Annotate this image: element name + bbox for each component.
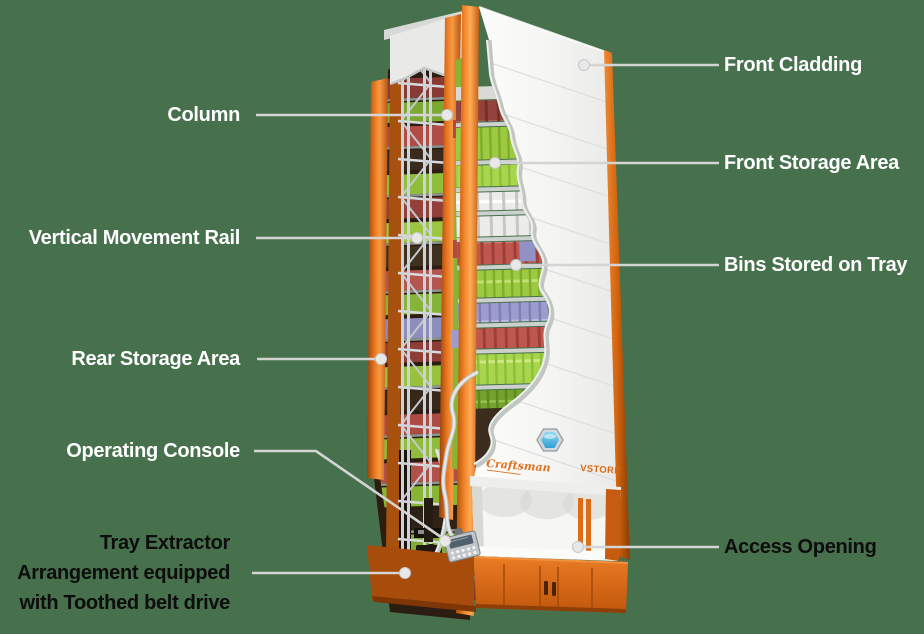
label-operating-console: Operating Console: [66, 440, 240, 462]
console-cable: [441, 369, 480, 539]
label-front-cladding: Front Cladding: [724, 54, 862, 76]
door-handle-left: [544, 581, 548, 595]
left-column: [367, 78, 388, 480]
dot-tray-extractor: [399, 567, 411, 579]
dot-bins-stored-on-tray: [510, 259, 522, 271]
dot-rear-storage-area: [375, 353, 387, 365]
dot-vertical-movement-rail: [411, 232, 423, 244]
label-rear-storage-area: Rear Storage Area: [71, 348, 240, 370]
door-handle-right: [552, 582, 556, 596]
cutaway-rim: [474, 39, 555, 469]
label-tray-extractor: Tray Extractor Arrangement equipped with…: [17, 532, 230, 614]
dot-access-opening: [572, 541, 584, 553]
vertical-movement-rails: [397, 24, 449, 590]
dot-operating-console: [439, 535, 451, 547]
front-cladding-panel: [473, 6, 623, 490]
connector-lines: [252, 63, 719, 575]
connector-operating-console: [254, 449, 442, 539]
dot-column: [441, 109, 453, 121]
front-corner-column: [456, 5, 479, 616]
base-cabinet: [367, 545, 629, 613]
right-corner-column: [604, 50, 630, 560]
brand-logo: Craftsman: [486, 457, 551, 474]
product-logo: VSTORE: [580, 463, 621, 477]
label-vertical-movement-rail: Vertical Movement Rail: [28, 227, 241, 249]
hexagon-badge-icon: [536, 428, 564, 452]
label-bins-stored-on-tray: Bins Stored on Tray: [724, 254, 908, 276]
dot-front-cladding: [578, 59, 590, 71]
rear-column: [386, 70, 404, 560]
operating-console-device: [443, 527, 481, 563]
dot-front-storage-area: [489, 157, 501, 169]
label-front-storage-area: Front Storage Area: [724, 152, 900, 174]
label-access-opening: Access Opening: [724, 536, 877, 558]
connector-dots: [375, 59, 590, 579]
label-column: Column: [167, 104, 240, 126]
